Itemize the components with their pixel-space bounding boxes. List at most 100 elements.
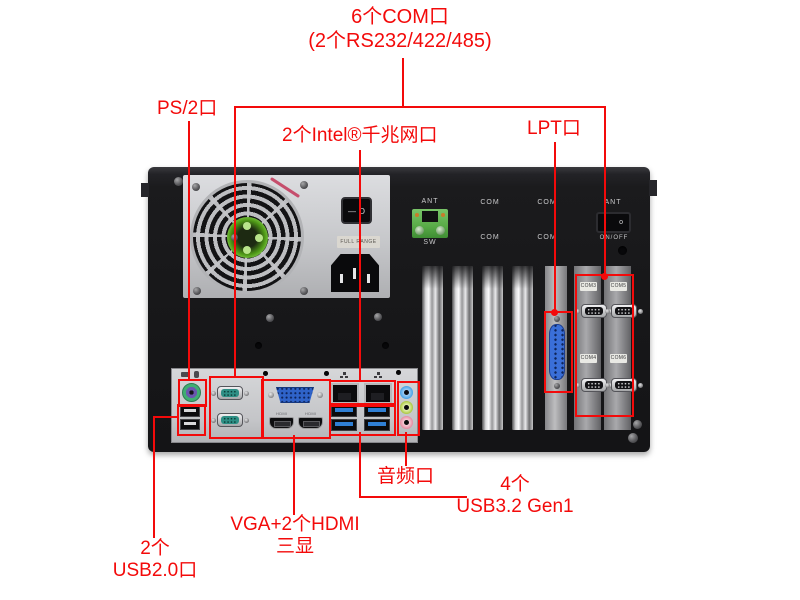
annotation-rect-com-ports — [575, 274, 634, 417]
fan-hub-dot — [243, 246, 251, 254]
slot-cover — [482, 266, 503, 430]
annotation-label-display: VGA+2个HDMI 三显 — [230, 514, 360, 557]
com-bracket — [604, 266, 631, 430]
annotation-rect-usb2 — [177, 404, 206, 436]
ps2-port — [182, 383, 201, 402]
serial-com-port — [211, 386, 249, 400]
fan-hub-dot — [255, 234, 263, 242]
ac-power-inlet — [331, 254, 379, 292]
switch-circle-mark: o — [619, 219, 623, 226]
psu-power-switch: — O — [341, 197, 372, 224]
lpt-screw — [554, 383, 560, 389]
annotation-line-usb3-h — [359, 496, 467, 498]
com-silkscreen: COM — [480, 199, 500, 206]
vga-screw — [268, 392, 274, 398]
shield-hole — [263, 371, 268, 376]
com-port-db9 — [575, 378, 613, 392]
panel-screw — [266, 314, 274, 322]
lan-port — [331, 383, 359, 404]
panel-screw — [628, 433, 638, 443]
com-bracket — [574, 266, 601, 430]
panel-hole — [382, 342, 389, 349]
hdmi-port — [269, 417, 294, 429]
onoff-rocker-switch: - o — [596, 212, 631, 233]
fan-hub-dot — [243, 222, 251, 230]
annotation-dot-com — [601, 273, 608, 280]
hdmi-silkscreen: HDMI — [305, 411, 317, 416]
com-silkscreen: COM — [537, 234, 557, 241]
ant-left-silkscreen: ANT — [421, 198, 439, 205]
usb3-port — [364, 419, 390, 431]
annotation-line-lpt — [554, 142, 556, 313]
annotation-label-intel-lan: 2个Intel®千兆网口 — [282, 125, 438, 146]
annotation-rect-usb3 — [329, 403, 396, 436]
ant-right-silkscreen: ANT — [604, 199, 622, 206]
annotation-rect-audio — [397, 381, 420, 436]
vga-port — [276, 387, 314, 403]
com-port-db9 — [605, 378, 643, 392]
panel-screw — [374, 313, 382, 321]
lpt-screw — [554, 316, 560, 322]
usb2-port — [180, 419, 200, 430]
annotation-label-audio: 音频口 — [377, 466, 435, 487]
annotation-line-com-bracket — [234, 106, 606, 108]
panel-screw — [633, 420, 642, 429]
switch-dash-mark: — — [348, 207, 356, 216]
audio-jack-mic — [400, 416, 413, 429]
annotation-rect-vga-hdmi — [261, 379, 331, 439]
shield-hole — [324, 371, 329, 376]
hdmi-silkscreen: HDMI — [276, 411, 288, 416]
annotation-rect-lpt — [544, 311, 573, 393]
slot-cover — [512, 266, 533, 430]
com-port-sticker: COM4 — [580, 354, 597, 363]
chassis-left-tab — [141, 183, 149, 197]
network-icon — [340, 372, 348, 378]
com-silkscreen: COM — [480, 234, 500, 241]
switch-circle-mark: O — [358, 207, 365, 216]
com-port-sticker: COM3 — [580, 282, 597, 291]
annotation-line-com-stub — [402, 58, 404, 108]
full-range-sticker: FULL RANGE — [337, 236, 380, 248]
sw-silkscreen: SW — [423, 239, 437, 246]
slot-cover — [422, 266, 443, 430]
usb3-port — [331, 419, 357, 431]
com-silkscreen: COM — [537, 199, 557, 206]
panel-hole — [255, 342, 262, 349]
keyboard-icon — [181, 372, 190, 377]
annotation-label-ps2: PS/2口 — [157, 98, 218, 119]
slot-cover — [452, 266, 473, 430]
audio-jack-line-in — [400, 386, 413, 399]
panel-screw — [174, 177, 183, 186]
psu-screw — [300, 287, 308, 295]
com-port-db9 — [605, 304, 643, 318]
annotation-line-usb2-h — [153, 416, 178, 418]
annotation-rect-lan — [329, 380, 396, 407]
psu-fan-grille — [190, 180, 304, 294]
antenna-hole — [618, 246, 627, 255]
annotation-line-com-right-drop — [604, 106, 606, 278]
com-port-sticker: COM5 — [610, 282, 627, 291]
network-icon — [374, 372, 382, 378]
annotation-line-usb3-v — [359, 432, 361, 498]
annotation-line-com-left-drop — [234, 106, 236, 378]
annotation-label-usb2: 2个 USB2.0口 — [112, 538, 198, 581]
annotation-line-intel-lan — [359, 150, 361, 382]
annotation-line-usb2-v — [153, 416, 155, 538]
lpt-port — [549, 324, 565, 380]
mouse-icon — [194, 371, 199, 378]
psu-screw — [192, 183, 200, 191]
annotation-line-ps2 — [188, 121, 190, 379]
audio-jack-line-out — [400, 401, 413, 414]
onoff-silkscreen: ON/OFF — [599, 235, 629, 241]
annotation-rect-serial — [209, 376, 264, 439]
annotation-line-display — [293, 435, 295, 515]
serial-com-port — [211, 413, 249, 427]
com-port-sticker: COM6 — [610, 354, 627, 363]
annotation-rect-ps2 — [178, 379, 207, 407]
hdmi-port — [298, 417, 323, 429]
com-port-db9 — [575, 304, 613, 318]
annotation-label-usb3: 4个 USB3.2 Gen1 — [456, 474, 574, 517]
antenna-sw-terminal-block — [412, 209, 448, 238]
annotation-label-lpt: LPT口 — [527, 118, 581, 139]
